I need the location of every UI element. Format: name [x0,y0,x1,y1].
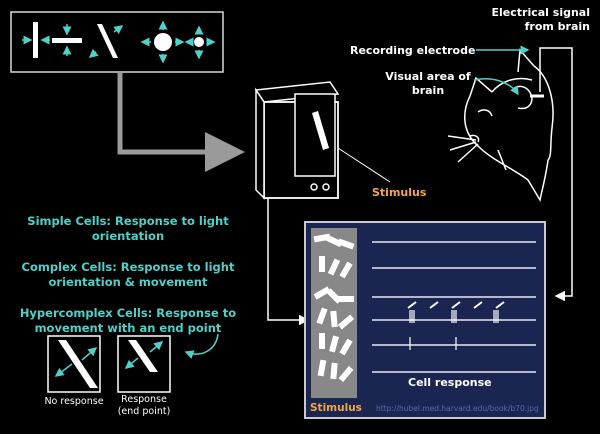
light-spot-icon [140,20,216,64]
stimulus-bar-row [313,233,355,250]
response-traces [372,241,536,373]
visual-area-label: Visual area of brain [385,70,471,97]
example-no-response [47,335,101,393]
monitor-icon [254,81,340,200]
hypercomplex-pointer [184,333,219,359]
electrical-signal-label: Electrical signal from brain [491,6,590,33]
signal-wire [539,47,573,302]
stimulus-bar [339,261,353,279]
stimulus-bar [338,365,354,383]
stimulus-bar [337,314,355,330]
stimulus-bars [313,233,355,383]
stimulus-strip [10,11,224,73]
stimulus-bar-row [316,307,355,330]
stimulus-bar [319,333,325,349]
moving-bar-mark [429,301,439,309]
bar-stimulus-icon [312,111,329,150]
moving-bar-mark [407,301,417,309]
stimulus-bar [316,307,328,325]
cell-response-label: Cell response [408,376,492,389]
moving-bar-mark [495,301,505,309]
moving-bar-mark [451,301,461,309]
stimulus-bar [317,359,327,377]
response-label: Response (end point) [117,394,171,417]
hypercomplex-cells-label: Hypercomplex Cells: Response to movement… [19,306,237,335]
example-response [117,335,171,393]
stimulus-bar [330,310,338,328]
stimulus-bar-row [313,286,354,304]
recording-electrode-label: Recording electrode [350,44,476,57]
stimulus-bar [339,338,353,356]
cell-response-panel [304,221,546,419]
stimulus-monitor-label: Stimulus [372,186,427,199]
stimulus-bar [329,335,339,353]
complex-cells-label: Complex Cells: Response to light orienta… [21,260,235,289]
simple-cells-label: Simple Cells: Response to light orientat… [27,214,229,243]
stimulus-panel-label: Stimulus [310,402,362,414]
stimulus-bar [327,258,341,276]
stimulus-bar-row [319,333,353,356]
visual-area-pointer [473,78,519,96]
stimulus-leader [337,147,391,183]
strip-to-monitor-arrow [117,72,245,172]
stimulus-bar [330,362,338,380]
no-response-label: No response [44,396,104,407]
monitor-to-panel-arrow [267,198,310,326]
stimulus-bar [338,296,354,302]
stimulus-bar-row [317,359,354,383]
stimulus-bar [319,256,325,272]
line-stimulus-icon [22,22,124,58]
stimulus-bar [337,238,355,250]
stimulus-bar-row [319,256,353,279]
moving-bar-mark [473,301,483,309]
source-url: http://hubel.med.harvard.edu/book/b70.jp… [376,404,539,413]
stimulus-bar [313,286,331,300]
stimulus-bar [326,288,342,304]
